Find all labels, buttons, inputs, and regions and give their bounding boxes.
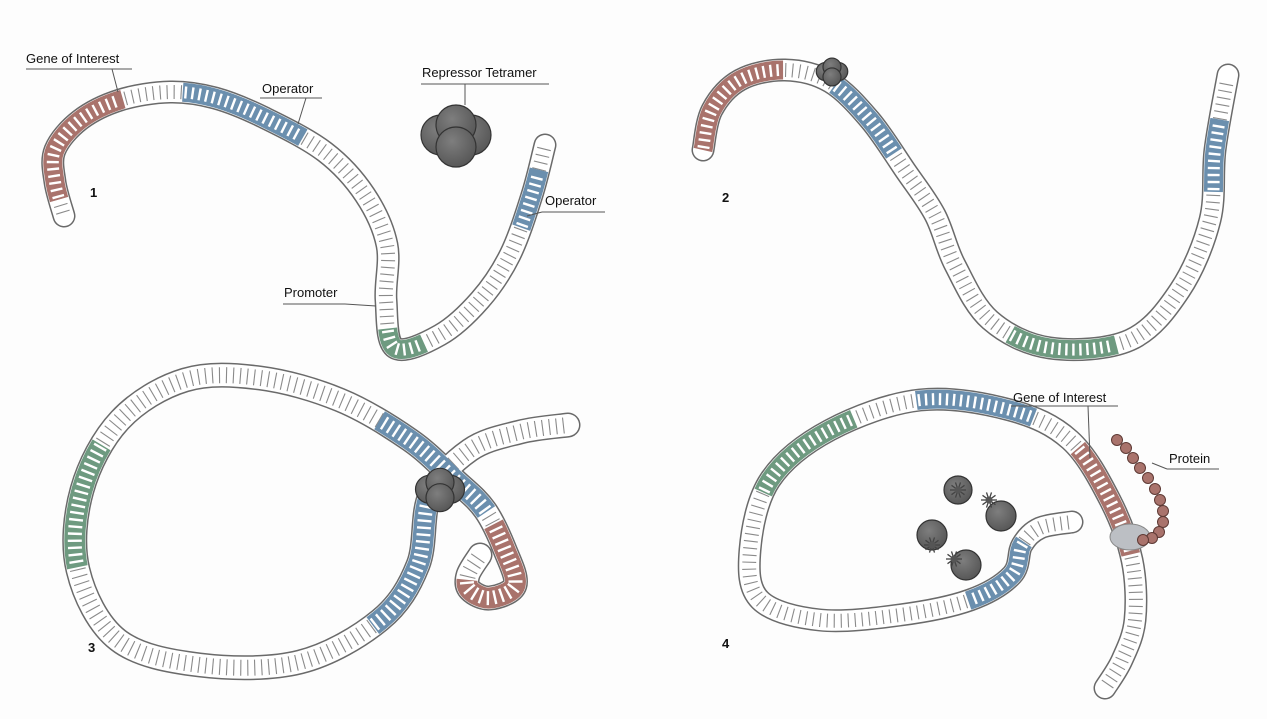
dna-strand-4 — [737, 387, 1148, 700]
segment-operator — [739, 389, 1146, 694]
panel-number-3: 3 — [88, 640, 96, 655]
panel-number-1: 1 — [90, 185, 98, 200]
dna-strand-2 — [691, 58, 1240, 362]
panel-number-2: 2 — [722, 190, 730, 205]
protein-chain — [1111, 434, 1169, 546]
dna-strand-3 — [62, 362, 581, 681]
repressor-tetramer-2 — [815, 57, 849, 87]
panel-number-4: 4 — [722, 636, 730, 651]
label-promoter: Promoter — [284, 285, 338, 300]
dna-strand-1 — [41, 80, 557, 362]
label-protein: Protein — [1169, 451, 1211, 466]
label-gene-of-interest-4: Gene of Interest — [1013, 390, 1107, 405]
dna-strands — [41, 58, 1240, 700]
inactive-repressor — [946, 549, 982, 581]
segment-promoter — [739, 389, 1146, 694]
molecules — [414, 57, 1169, 581]
label-gene-of-interest-1: Gene of Interest — [26, 51, 120, 66]
repressor-tetramer-1 — [420, 104, 492, 168]
inactive-repressor — [916, 519, 948, 553]
label-leader-lines — [26, 68, 1219, 470]
inactive-repressor — [981, 492, 1017, 532]
repressor-tetramer-3 — [414, 467, 466, 513]
label-operator-1b: Operator — [545, 193, 597, 208]
segment-operator — [64, 364, 570, 679]
inactive-repressor — [943, 475, 973, 505]
segment-gene — [693, 60, 1238, 360]
segment-gene — [739, 389, 1146, 694]
segment-gene — [64, 364, 570, 679]
label-repressor-tetramer: Repressor Tetramer — [422, 65, 537, 80]
label-operator-1a: Operator — [262, 81, 314, 96]
